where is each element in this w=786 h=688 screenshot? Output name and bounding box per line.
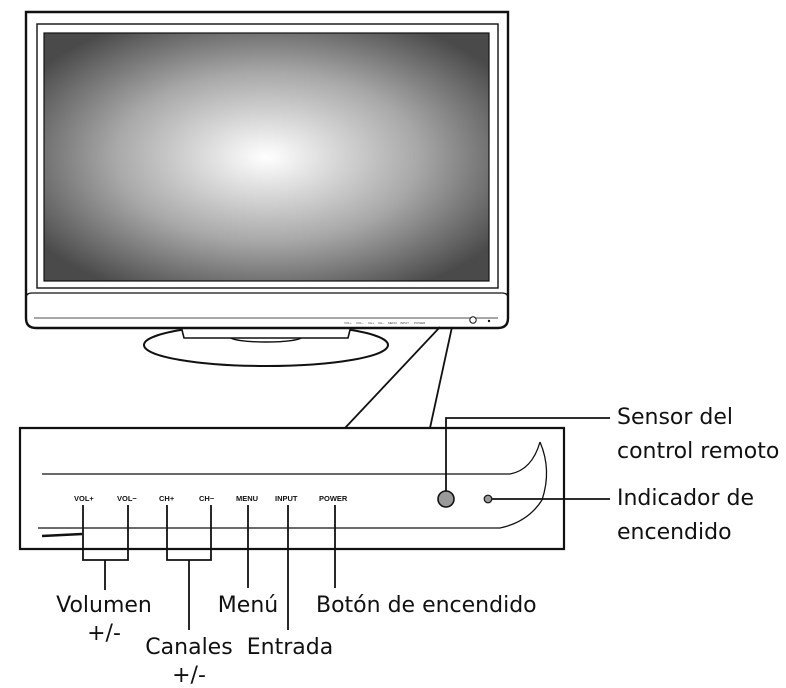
- svg-text:CH−: CH−: [378, 321, 384, 325]
- tv-illustration: VOL+ VOL− CH+ CH− MENU INPUT POWER: [24, 10, 510, 367]
- svg-text:VOL−: VOL−: [356, 321, 364, 325]
- ch-minus-label: CH−: [199, 494, 215, 503]
- tv-mini-sensor: [469, 316, 477, 324]
- remote-sensor-callout-line1: Sensor del: [617, 405, 733, 430]
- power-indicator-callout-line2: encendido: [617, 520, 732, 545]
- power-indicator-callout-line1: Indicador de: [617, 486, 754, 511]
- panel-closeup: VOL+ VOL− CH+ CH− MENU INPUT POWER: [18, 426, 566, 551]
- callout-lines: [82, 417, 610, 630]
- input-callout: Entrada: [247, 635, 333, 660]
- channels-callout-line1: Canales: [145, 635, 232, 660]
- power-indicator-icon: [483, 494, 493, 504]
- panel-outline: [18, 426, 566, 551]
- remote-sensor-callout-line2: control remoto: [617, 439, 779, 464]
- svg-text:VOL+: VOL+: [344, 321, 352, 325]
- callout-labels: Sensor del control remoto Indicador de e…: [56, 405, 779, 688]
- ch-plus-label: CH+: [159, 494, 175, 503]
- zoom-line-left: [344, 326, 441, 429]
- svg-text:POWER: POWER: [414, 321, 426, 325]
- vol-plus-label: VOL+: [74, 494, 94, 503]
- power-button-callout: Botón de encendido: [316, 593, 537, 618]
- panel-top-line: [42, 441, 541, 475]
- input-label: INPUT: [275, 494, 298, 503]
- remote-sensor-icon: [437, 490, 455, 508]
- tv-bottom-strip: [25, 292, 509, 299]
- menu-label: MENU: [236, 494, 258, 503]
- volume-callout-line1: Volumen: [56, 593, 152, 618]
- tv-screen: [43, 32, 490, 282]
- tv-mini-indicator: [487, 319, 491, 323]
- tv-mini-buttons: VOL+ VOL− CH+ CH− MENU INPUT POWER: [344, 321, 426, 325]
- vol-minus-label: VOL−: [117, 494, 137, 503]
- svg-text:INPUT: INPUT: [400, 321, 409, 325]
- menu-callout: Menú: [218, 593, 278, 618]
- channels-callout-line2: +/-: [172, 663, 206, 688]
- panel-left-accent: [41, 532, 83, 538]
- panel-bottom-line: [38, 499, 543, 529]
- panel-right-curve: [539, 441, 548, 501]
- svg-text:CH+: CH+: [368, 321, 374, 325]
- power-label: POWER: [319, 494, 348, 503]
- zoom-line-right: [429, 326, 453, 429]
- volume-callout-line2: +/-: [87, 621, 121, 646]
- svg-text:MENU: MENU: [388, 321, 397, 325]
